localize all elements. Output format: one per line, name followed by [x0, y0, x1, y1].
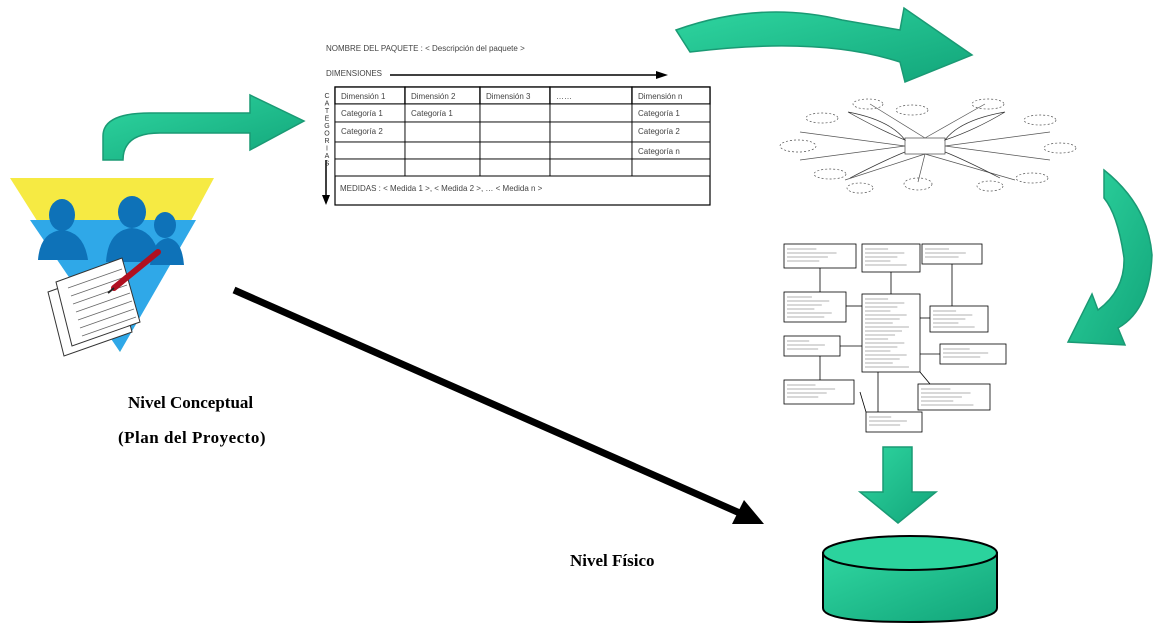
curved-arrow-right-side-icon [1066, 168, 1153, 346]
conceptual-triangle-illustration [10, 178, 214, 357]
schema-table-box [939, 343, 1007, 365]
grid-cell [404, 158, 481, 177]
package-grid-diagram: NOMBRE DEL PAQUETE : < Descripción del p… [322, 44, 711, 206]
database-cylinder-icon [822, 535, 998, 624]
grid-dimensiones-label: DIMENSIONES [326, 69, 382, 78]
schema-table-box [921, 243, 983, 265]
relational-schema-diagram [783, 243, 1007, 433]
grid-cell [479, 141, 551, 160]
star-schema-diagram [779, 98, 1077, 194]
plan-del-proyecto-label: (Plan del Proyecto) [118, 428, 266, 447]
schema-table-box [783, 243, 857, 269]
grid-header-text: Dimensión 2 [411, 92, 456, 101]
grid-cell [404, 141, 481, 160]
grid-cell [549, 121, 633, 143]
people-silhouettes-icon [38, 196, 184, 265]
grid-cell [479, 121, 551, 143]
curved-arrow-top-to-star-icon [674, 6, 974, 84]
schema-table-box [783, 291, 847, 323]
schema-table-box [783, 335, 841, 357]
grid-cell [549, 141, 633, 160]
grid-header-text: Dimensión n [638, 92, 682, 101]
grid-title: NOMBRE DEL PAQUETE : < Descripción del p… [326, 44, 525, 53]
grid-cell [404, 121, 481, 143]
schema-table-box [861, 293, 921, 373]
grid-cell [631, 158, 711, 177]
grid-cell-text: Categoría 1 [341, 109, 383, 118]
grid-header-text: Dimensión 3 [486, 92, 531, 101]
grid-cell-text: Categoría 2 [638, 127, 680, 136]
grid-cells: Dimensión 1 Dimensión 2 Dimensión 3 …… Dimen… [334, 86, 711, 177]
curved-arrow-conceptual-to-grid-icon [102, 93, 306, 161]
nivel-conceptual-label: Nivel Conceptual [128, 393, 254, 412]
diagonal-arrow-conceptual-to-fisico-icon [232, 286, 764, 524]
schema-table-box [865, 411, 923, 433]
schema-table-box [783, 379, 855, 405]
grid-cell [549, 103, 633, 123]
grid-cell [334, 158, 406, 177]
grid-cell-text: Categoría n [638, 147, 680, 156]
grid-footer: MEDIDAS : < Medida 1 >, < Medida 2 >, … … [340, 184, 543, 193]
grid-header-text: Dimensión 1 [341, 92, 386, 101]
grid-cell [549, 158, 633, 177]
grid-cell [334, 141, 406, 160]
grid-cell-text: Categoría 1 [411, 109, 453, 118]
grid-cell-text: Categoría 2 [341, 127, 383, 136]
grid-cell-text: Categoría 1 [638, 109, 680, 118]
grid-header-text: …… [556, 92, 572, 101]
papers-icon [47, 257, 141, 357]
grid-cell [479, 103, 551, 123]
grid-cell [479, 158, 551, 177]
down-arrow-icon [857, 446, 939, 524]
schema-table-box [861, 243, 921, 273]
nivel-fisico-label: Nivel Físico [570, 551, 655, 570]
pen-icon [107, 249, 161, 294]
